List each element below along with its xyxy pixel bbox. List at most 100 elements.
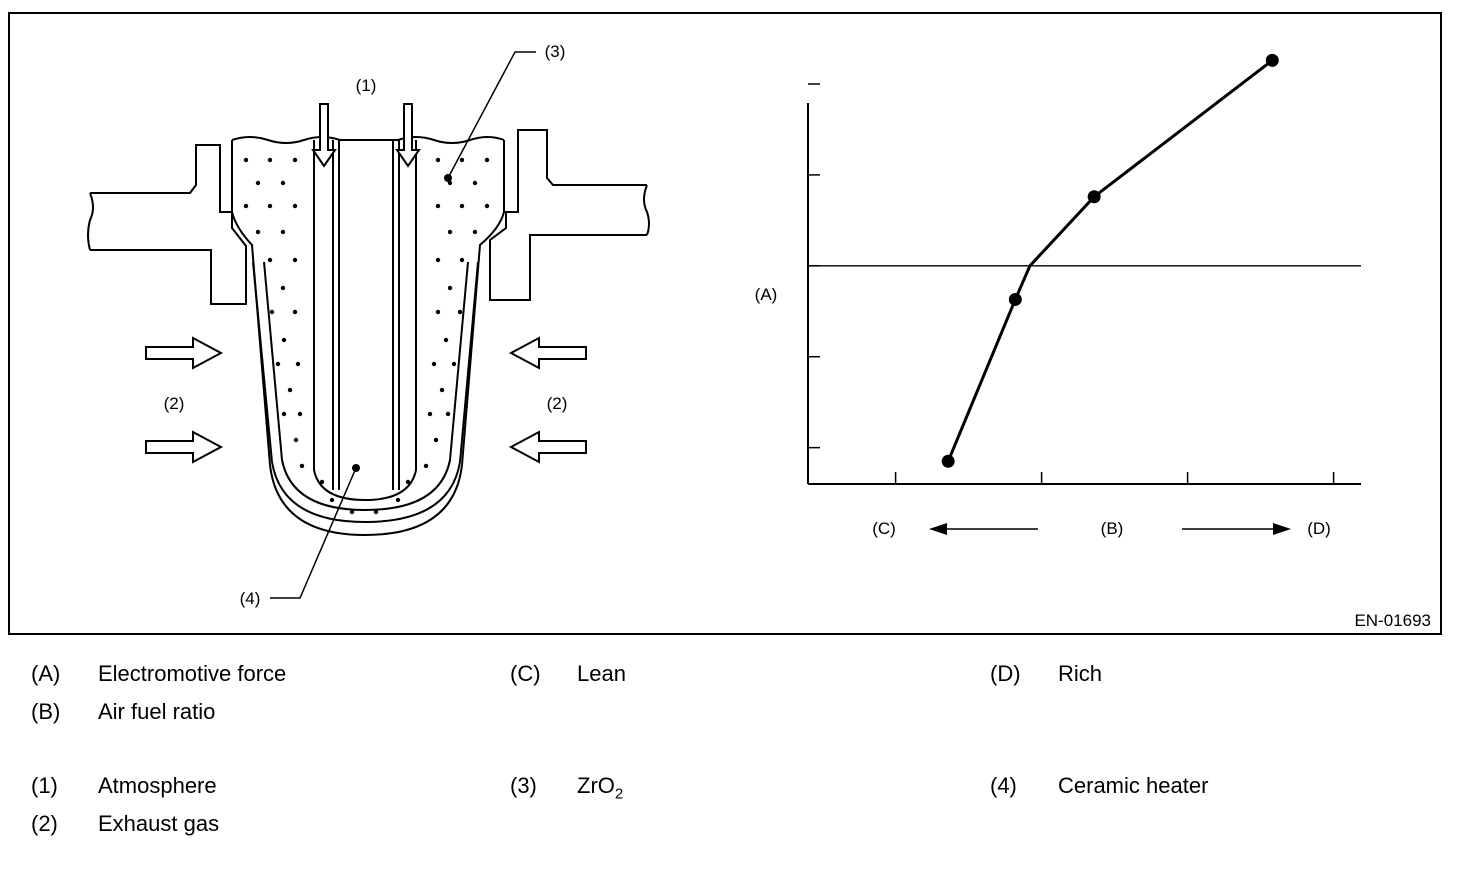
x-axis-label: (B) (1101, 519, 1124, 538)
exhaust-arrows (145, 336, 587, 464)
zro2-dot (472, 180, 478, 186)
zro2-dot (447, 180, 453, 186)
zro2-dot (292, 309, 298, 315)
zro2-element (231, 140, 505, 537)
zro2-dot (427, 411, 433, 417)
leader-dot (352, 464, 360, 472)
zro2-dot (439, 387, 445, 393)
figure-code: EN-01693 (1354, 611, 1431, 630)
zro2-dot (447, 229, 453, 235)
arrow-left-icon (508, 336, 587, 370)
zro2-dot (255, 180, 261, 186)
direction-arrows (929, 523, 1291, 535)
zro2-dot (472, 229, 478, 235)
data-point (1008, 292, 1022, 306)
zro2-dot (459, 203, 465, 209)
zro2-dot (267, 203, 273, 209)
arrow-down-icon (395, 103, 421, 168)
atmosphere-arrows (311, 103, 421, 168)
zro2-dot (435, 203, 441, 209)
x-ticks (894, 472, 1335, 484)
zro2-dot (281, 411, 287, 417)
zro2-dot (280, 285, 286, 291)
y-axis-label: (A) (755, 285, 778, 304)
zro2-dot (281, 337, 287, 343)
zro2-dot (295, 361, 301, 367)
legend-text-d: Rich (1058, 661, 1103, 686)
zro2-dot (280, 229, 286, 235)
zro2-dot (329, 497, 335, 503)
figure-frame (8, 12, 1442, 635)
legend-key-d: (D) (990, 661, 1021, 686)
zro2-dot (292, 257, 298, 263)
zro2-dot (319, 479, 325, 485)
legend-text-2: Exhaust gas (98, 811, 220, 836)
zro2-dot (457, 309, 463, 315)
zro2-dot (405, 479, 411, 485)
zro2-dot (433, 437, 439, 443)
zro2-dot (435, 157, 441, 163)
ceramic-heater-rod (313, 140, 417, 502)
zro2-dot (435, 257, 441, 263)
zro2-dot (395, 497, 401, 503)
x-label-rich: (D) (1307, 519, 1331, 538)
callout-heater: (4) (240, 589, 261, 608)
zro2-dot (447, 285, 453, 291)
emf-chart (807, 53, 1361, 485)
callout-zro2: (3) (545, 42, 566, 61)
arrow-left-icon (508, 430, 587, 464)
legend-text-c: Lean (577, 661, 626, 686)
zro2-dot (451, 361, 457, 367)
zro2-dot (443, 337, 449, 343)
zro2-dot (267, 157, 273, 163)
callout-exhaust-right: (2) (547, 394, 568, 413)
zro2-dots (243, 157, 490, 515)
zro2-dot (373, 509, 379, 515)
exhaust-pipe-wall-right (489, 129, 647, 301)
zro2-dot (287, 387, 293, 393)
zro2-dot (280, 180, 286, 186)
legend-key-c: (C) (510, 661, 541, 686)
emf-series-line (946, 59, 1274, 462)
legend-key-1: (1) (31, 773, 58, 798)
zro2-dot (459, 257, 465, 263)
zro2-dot (275, 361, 281, 367)
legend-key-3: (3) (510, 773, 537, 798)
legend-key-b: (B) (31, 699, 61, 724)
data-point (1265, 53, 1279, 67)
legend-key-a: (A) (31, 661, 61, 686)
zro2-dot (484, 203, 490, 209)
zro2-dot (484, 157, 490, 163)
data-point (941, 454, 955, 468)
zro2-dot (243, 157, 249, 163)
arrow-right-icon (145, 336, 224, 370)
zro2-dot (435, 309, 441, 315)
arrow-right-icon (145, 430, 224, 464)
callout-atmosphere: (1) (356, 76, 377, 95)
zro2-dot (293, 437, 299, 443)
figure-diagram: (1) (3) (2) (2) (4) (A) (C) (B) (D) EN-0… (8, 12, 1442, 635)
zro2-dot (297, 411, 303, 417)
emf-series-points (941, 53, 1279, 468)
zro2-dot (292, 157, 298, 163)
legend-key-2: (2) (31, 811, 58, 836)
leader-dot (444, 174, 452, 182)
legend-text-a: Electromotive force (98, 661, 287, 686)
zro2-dot (459, 157, 465, 163)
leader-lines (270, 51, 536, 599)
x-label-lean: (C) (872, 519, 896, 538)
zro2-dot (349, 509, 355, 515)
legend-text-4: Ceramic heater (1058, 773, 1209, 798)
zro2-dot (267, 257, 273, 263)
zro2-dot (423, 463, 429, 469)
legend-text-3-main: ZrO (577, 773, 615, 798)
sensor-diagram (87, 129, 650, 537)
zro2-dot (255, 229, 261, 235)
zro2-dot (299, 463, 305, 469)
zro2-dot (431, 361, 437, 367)
callout-exhaust-left: (2) (164, 394, 185, 413)
legend-text-3-sub: 2 (614, 785, 624, 803)
data-point (1087, 190, 1101, 204)
zro2-dot (445, 411, 451, 417)
arrow-down-icon (311, 103, 337, 168)
